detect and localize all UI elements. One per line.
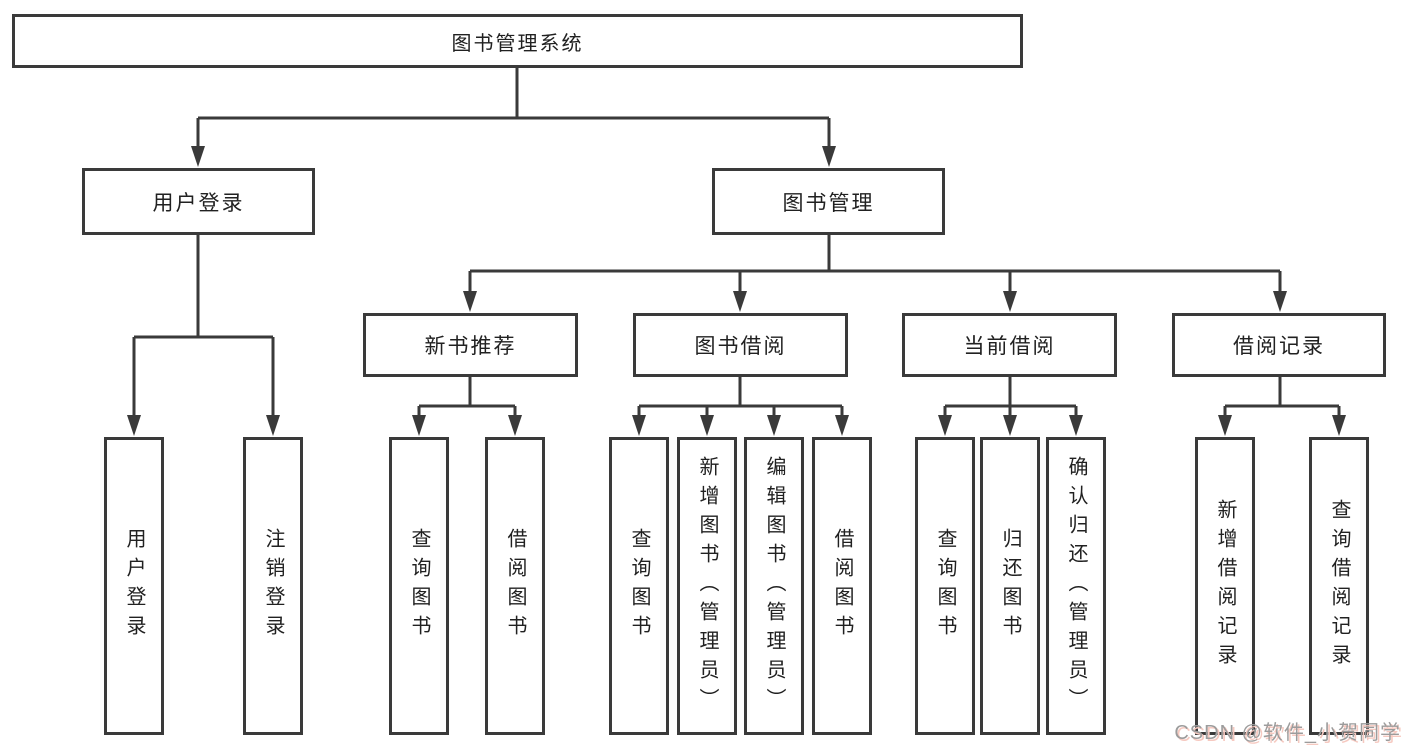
node-nb-query-books: 查询图书 — [389, 437, 449, 735]
node-bb-borrow-books: 借阅图书 — [812, 437, 872, 735]
arrowheads — [127, 146, 1346, 436]
node-user-login-action: 用户登录 — [104, 437, 164, 735]
node-new-book-recommendation: 新书推荐 — [363, 313, 578, 377]
node-br-query-record: 查询借阅记录 — [1309, 437, 1369, 735]
node-logout-action: 注销登录 — [243, 437, 303, 735]
node-borrowing-records: 借阅记录 — [1172, 313, 1386, 377]
node-bb-edit-books-admin: 编辑图书（管理员） — [744, 437, 804, 735]
node-cb-return-books: 归还图书 — [980, 437, 1040, 735]
node-cb-confirm-return-admin: 确认归还（管理员） — [1046, 437, 1106, 735]
node-book-management: 图书管理 — [712, 168, 945, 235]
node-bb-add-books-admin: 新增图书（管理员） — [677, 437, 737, 735]
node-user-login: 用户登录 — [82, 168, 315, 235]
node-book-borrowing: 图书借阅 — [633, 313, 848, 377]
node-current-borrowing: 当前借阅 — [902, 313, 1117, 377]
node-library-management-system: 图书管理系统 — [12, 14, 1023, 68]
node-br-add-record: 新增借阅记录 — [1195, 437, 1255, 735]
node-nb-borrow-books: 借阅图书 — [485, 437, 545, 735]
node-cb-query-books: 查询图书 — [915, 437, 975, 735]
node-bb-query-books: 查询图书 — [609, 437, 669, 735]
